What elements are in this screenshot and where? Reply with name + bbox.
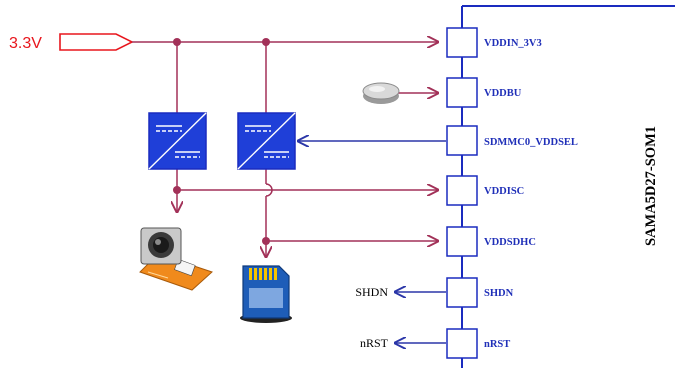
supply-label: 3.3V xyxy=(9,35,42,52)
chip-title: SAMA5D27-SOM1 xyxy=(643,126,659,246)
pin-label-sdmmc0-vddsel: SDMMC0_VDDSEL xyxy=(484,137,578,148)
sd-card-icon xyxy=(240,265,292,323)
pin-box xyxy=(446,125,478,156)
pin-box xyxy=(446,175,478,206)
junction-dots xyxy=(173,38,270,245)
pin-box xyxy=(446,277,478,308)
pin-label-vddisc: VDDISC xyxy=(484,186,524,197)
pin-box xyxy=(446,77,478,108)
coin-cell-battery-icon xyxy=(362,82,400,104)
pin-label-vddin-3v3: VDDIN_3V3 xyxy=(484,38,542,49)
voltage-regulator-icon xyxy=(237,112,296,170)
pin-box xyxy=(446,226,478,257)
camera-module-icon xyxy=(139,227,213,291)
pin-label-vddbu: VDDBU xyxy=(484,88,522,99)
pin-label-shdn: SHDN xyxy=(484,288,514,299)
signal-label-nrst: nRST xyxy=(360,336,389,350)
voltage-regulator-icon xyxy=(148,112,207,170)
pin-box xyxy=(446,328,478,359)
signal-label-shdn: SHDN xyxy=(355,285,388,299)
pin-label-vddsdhc: VDDSDHC xyxy=(484,237,536,248)
pin-box xyxy=(446,27,478,58)
supply-connector-icon xyxy=(59,33,134,51)
signal-lines xyxy=(298,141,446,343)
pin-label-nrst: nRST xyxy=(484,339,510,350)
